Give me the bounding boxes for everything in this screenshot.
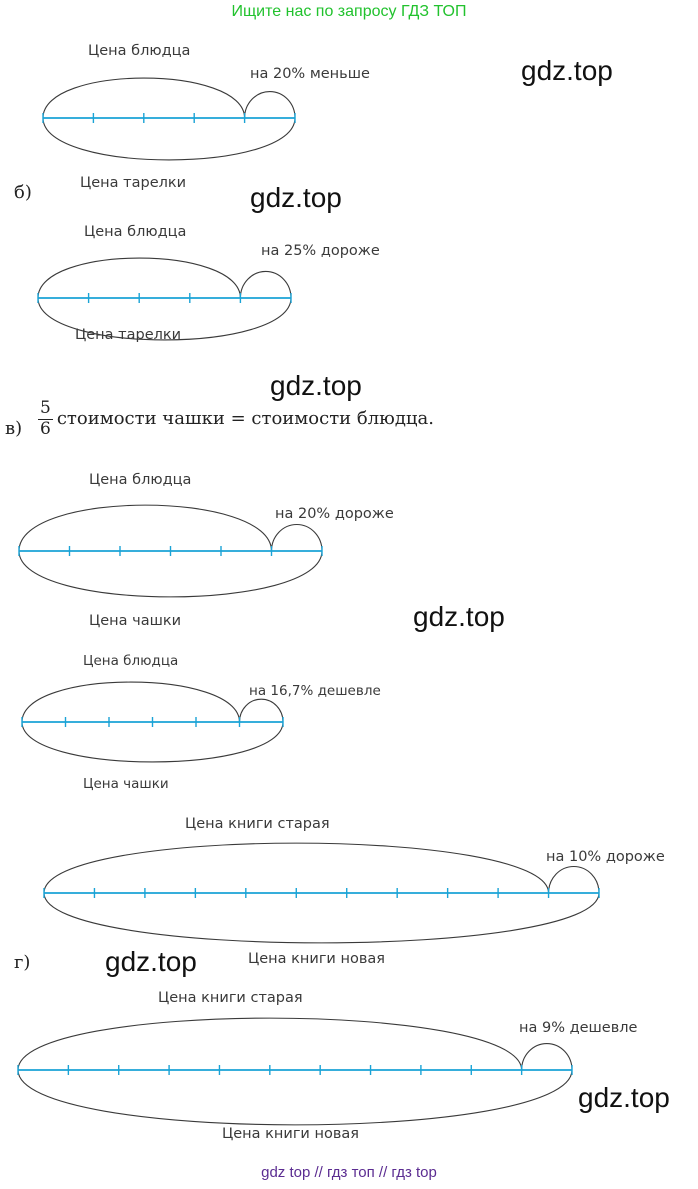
- diagram-4-bottom-label: Цена чашки: [83, 776, 169, 792]
- watermark-2: gdz.top: [250, 182, 342, 213]
- diagram-6-bottom-label: Цена книги новая: [222, 1126, 359, 1142]
- formula: 5 6 стоимости чашки = стоимости блюдца.: [36, 398, 434, 439]
- diagram-1-top-label: Цена блюдца: [88, 43, 191, 59]
- fraction-denominator: 6: [40, 418, 51, 439]
- diagram-4-top-label: Цена блюдца: [83, 653, 179, 669]
- number-line-1-extra-arc: [244, 90, 296, 119]
- number-line-3-top-arc: [18, 504, 273, 552]
- diagram-6-top-label: Цена книги старая: [158, 990, 303, 1006]
- watermark-4: gdz.top: [413, 601, 505, 632]
- number-line-6-extra-arc: [521, 1043, 573, 1071]
- fraction-numerator: 5: [38, 398, 53, 420]
- number-line-2-top-arc: [37, 257, 241, 299]
- number-line-5-extra-arc: [547, 865, 600, 894]
- number-line-1-bottom-arc: [42, 117, 296, 161]
- diagram-4-note: на 16,7% дешевле: [249, 683, 381, 699]
- diagram-5-bottom-label: Цена книги новая: [248, 951, 385, 967]
- fraction: 5 6: [38, 398, 53, 439]
- footer-links[interactable]: gdz top // гдз топ // гдз top: [261, 1164, 437, 1181]
- number-line-4-top-arc: [21, 681, 241, 723]
- number-line-4-bottom-arc: [21, 721, 284, 763]
- diagram-5-top-label: Цена книги старая: [185, 816, 330, 832]
- number-line-6-top-arc: [17, 1017, 523, 1071]
- number-line-3-extra-arc: [270, 523, 323, 552]
- item-letter-b: б): [14, 182, 32, 203]
- search-banner[interactable]: Ищите нас по запросу ГДЗ ТОП: [231, 3, 467, 20]
- number-line-5-bottom-arc: [43, 892, 600, 944]
- item-letter-g: г): [14, 952, 31, 973]
- diagram-3-note: на 20% дороже: [275, 506, 394, 522]
- watermark-6: gdz.top: [578, 1082, 670, 1113]
- item-letter-v: в): [5, 418, 23, 439]
- diagram-1-bottom-label: Цена тарелки: [80, 175, 187, 191]
- diagram-5-note: на 10% дороже: [546, 849, 665, 865]
- diagram-2-bottom-label: Цена тарелки: [75, 327, 182, 343]
- watermark-1: gdz.top: [521, 55, 613, 86]
- formula-text: стоимости чашки = стоимости блюдца.: [56, 408, 434, 430]
- diagram-3-bottom-label: Цена чашки: [89, 613, 182, 629]
- diagram-1-note: на 20% меньше: [250, 66, 370, 82]
- number-line-2-bottom-arc: [37, 297, 292, 341]
- number-line-4-extra-arc: [238, 698, 284, 723]
- diagram-2-top-label: Цена блюдца: [84, 224, 187, 240]
- diagram-3-top-label: Цена блюдца: [89, 472, 192, 488]
- number-line-3-bottom-arc: [18, 550, 323, 598]
- number-line-1-top-arc: [42, 77, 246, 119]
- watermark-5: gdz.top: [105, 946, 197, 977]
- diagram-2-note: на 25% дороже: [261, 243, 380, 259]
- number-line-5-top-arc: [43, 842, 550, 894]
- watermark-3: gdz.top: [270, 370, 362, 401]
- number-line-2-extra-arc: [239, 270, 292, 299]
- diagram-6-note: на 9% дешевле: [519, 1020, 638, 1036]
- number-line-6-bottom-arc: [17, 1069, 573, 1126]
